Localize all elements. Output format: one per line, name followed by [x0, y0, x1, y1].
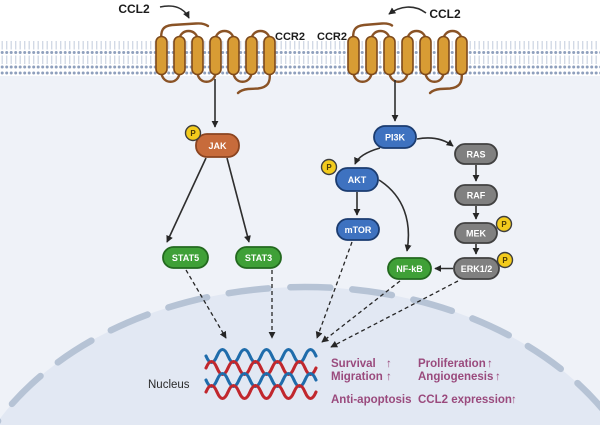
ccl2-binding-arrow-right — [388, 6, 427, 15]
node-stat5-label: STAT5 — [172, 253, 199, 263]
node-akt-label: AKT — [348, 175, 367, 185]
phospho-badge-erk-label: P — [502, 256, 508, 265]
outcome-survival-arrow: ↑ — [386, 358, 392, 370]
outcome-proliferation: Proliferation — [418, 358, 486, 370]
phospho-badge-akt: P — [320, 158, 338, 176]
outcome-anti-apoptosis: Anti-apoptosis — [331, 394, 412, 406]
node-mek: MEK — [454, 222, 498, 244]
node-jak-label: JAK — [208, 141, 227, 151]
dashed-arrow-mtor-to-dna — [315, 241, 353, 339]
ccr2-label-left: CCR2 — [275, 31, 305, 43]
node-jak: JAK — [195, 133, 240, 158]
outcome-migration: Migration — [331, 371, 383, 383]
node-akt: AKT — [335, 167, 379, 192]
ccr2-label-right: CCR2 — [317, 31, 347, 43]
phospho-badge-jak: P — [184, 124, 202, 142]
node-stat3-label: STAT3 — [245, 253, 272, 263]
outcome-ccl2-expression: CCL2 expression — [418, 394, 512, 406]
node-nfkb: NF-kB — [387, 257, 432, 280]
plasma-membrane — [0, 41, 600, 76]
node-mtor: mTOR — [336, 218, 380, 241]
nucleus-label: Nucleus — [148, 379, 190, 391]
outcome-migration-arrow: ↑ — [386, 371, 392, 383]
outcome-angiogenesis-arrow: ↑ — [495, 371, 501, 383]
nucleus-envelope — [0, 283, 600, 425]
dna-helix-bottom-icon — [204, 372, 318, 400]
ccl2-label-left: CCL2 — [118, 2, 150, 16]
phospho-badge-erk: P — [496, 251, 514, 269]
outcome-angiogenesis: Angiogenesis — [418, 371, 493, 383]
dashed-arrow-stat5-to-dna — [185, 269, 227, 339]
node-nfkb-label: NF-kB — [396, 264, 423, 274]
node-mtor-label: mTOR — [345, 225, 372, 235]
node-raf: RAF — [454, 184, 498, 206]
node-erk-label: ERK1/2 — [461, 264, 493, 274]
arrow-pi3k-to-ras — [416, 137, 454, 147]
phospho-badge-mek-label: P — [501, 220, 507, 229]
outcome-proliferation-arrow: ↑ — [487, 358, 493, 370]
node-erk: ERK1/2 — [453, 257, 500, 280]
arrow-pi3k-to-akt — [354, 147, 381, 165]
arrow-jak-to-stat3 — [226, 157, 251, 243]
node-ras-label: RAS — [466, 150, 485, 160]
arrow-jak-to-stat5 — [166, 157, 207, 243]
outcome-survival: Survival — [331, 358, 376, 370]
dashed-arrow-erk-to-dna — [330, 280, 459, 348]
arrow-akt-to-nfkb — [378, 179, 412, 252]
phospho-badge-jak-label: P — [190, 129, 196, 138]
node-pi3k: PI3K — [373, 125, 417, 149]
dashed-arrow-nfkb-to-dna — [321, 280, 401, 343]
node-stat3: STAT3 — [235, 246, 282, 269]
outcome-ccl2-expression-arrow: ↑ — [511, 394, 517, 406]
node-mek-label: MEK — [466, 229, 487, 239]
ccl2-label-right: CCL2 — [429, 7, 461, 21]
node-ras: RAS — [454, 143, 498, 165]
phospho-badge-akt-label: P — [326, 163, 332, 172]
node-raf-label: RAF — [467, 191, 486, 201]
ccr2-receptor-right-icon — [347, 22, 468, 95]
node-pi3k-label: PI3K — [385, 133, 406, 143]
node-stat5: STAT5 — [162, 246, 209, 269]
ccr2-receptor-left-icon — [155, 22, 276, 95]
ccl2-binding-arrow-left — [159, 5, 190, 19]
phospho-badge-mek: P — [495, 215, 513, 233]
